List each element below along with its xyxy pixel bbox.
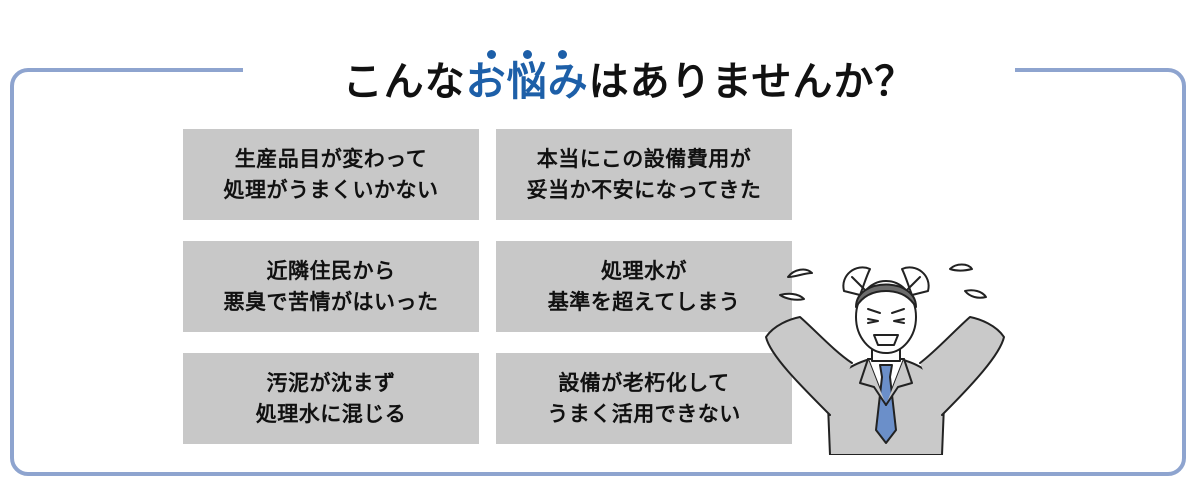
problem-card: 処理水が 基準を超えてしまう [496,241,792,332]
problem-line-2: 処理水に混じる [255,401,407,426]
emphasis-dot [522,50,532,59]
problem-card: 近隣住民から 悪臭で苦情がはいった [183,241,479,332]
emphasis-dots [466,50,589,60]
title-suffix: はありませんか？ [588,59,916,105]
problem-card: 本当にこの設備費用が 妥当か不安になってきた [496,129,792,220]
worried-businessman-illustration [765,263,1005,455]
problem-line-2: うまく活用できない [547,401,741,426]
problem-line-2: 基準を超えてしまう [547,289,741,314]
emphasis-dot [486,50,496,59]
title-highlight-text: お悩み [465,59,589,105]
problem-line-2: 悪臭で苦情がはいった [223,289,439,314]
problem-card: 汚泥が沈まず 処理水に混じる [183,353,479,444]
problem-line-1: 本当にこの設備費用が [536,146,752,171]
problem-line-2: 処理がうまくいかない [223,177,439,202]
title-highlight: お悩み [465,50,589,105]
emphasis-dot [558,50,568,59]
page-title: こんなお悩みはありませんか？ [243,50,1015,110]
problem-line-1: 処理水が [601,258,687,283]
title-prefix: こんな [342,59,466,105]
problem-card: 設備が老朽化して うまく活用できない [496,353,792,444]
problem-card: 生産品目が変わって 処理がうまくいかない [183,129,479,220]
problem-line-1: 生産品目が変わって [234,146,428,171]
problem-line-1: 近隣住民から [266,258,396,283]
problem-line-1: 汚泥が沈まず [266,370,396,395]
title-gap [243,60,1015,80]
problem-line-2: 妥当か不安になってきた [526,177,762,202]
problem-line-1: 設備が老朽化して [558,370,730,395]
